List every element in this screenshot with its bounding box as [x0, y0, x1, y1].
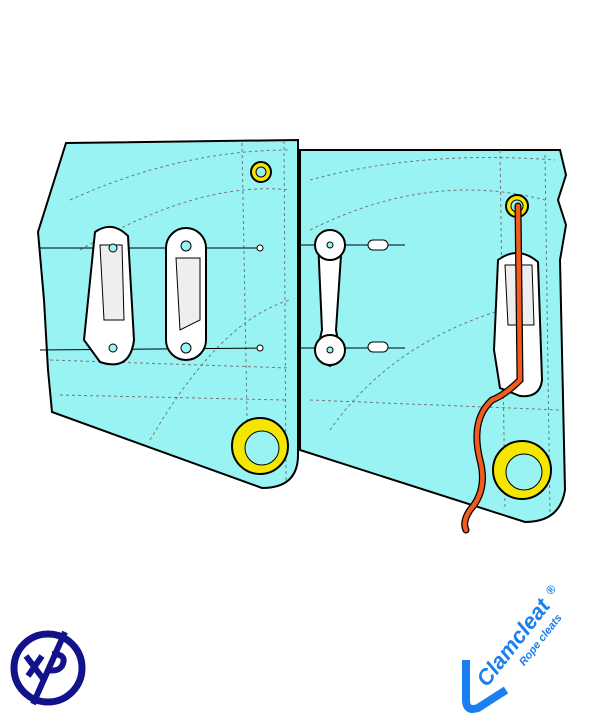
- rivet-top: [367, 239, 389, 251]
- grommet-large-left: [231, 417, 289, 475]
- backing-plate: [314, 229, 346, 368]
- cleat-flat: [165, 227, 207, 361]
- clamcleat-logo: Clamcleat Rope cleats ®: [462, 582, 565, 713]
- right-sail-panel: [299, 149, 568, 534]
- clamcleat-registered: ®: [543, 582, 560, 598]
- left-sail-panel: [36, 138, 299, 490]
- cleat-angled: [82, 225, 136, 366]
- xp-logo: [10, 630, 86, 706]
- grommet-small-left: [250, 161, 272, 183]
- grommet-large-right: [492, 440, 552, 500]
- rivet-bottom: [367, 341, 389, 353]
